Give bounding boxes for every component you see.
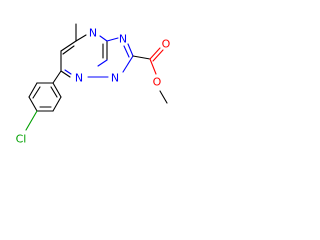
atom-o-methoxy: O — [153, 76, 162, 89]
bond-n1-c3a-down — [97, 59, 108, 67]
bond-ph-2 — [28, 82, 38, 98]
atom-n-top: N — [89, 27, 97, 40]
bond-c7-n1 — [60, 70, 71, 78]
bond-c7-n1-inner — [64, 69, 72, 75]
bond-n4-c3a — [99, 35, 108, 42]
atom-o-carbonyl: O — [162, 38, 171, 51]
bonds — [25, 23, 168, 131]
atom-n-bottom-left: N — [75, 72, 83, 85]
bond-c2-ccarbonyl — [132, 55, 151, 60]
bond-c-o-double-2 — [152, 49, 164, 62]
bond-n3-c2 — [127, 43, 134, 57]
bond-c-cl — [25, 110, 38, 131]
bond-c5-c6 — [60, 40, 77, 52]
bond-ph-6 — [52, 82, 62, 98]
atom-n-bottom-right: N — [111, 72, 119, 85]
atom-n-right: N — [119, 33, 127, 46]
bond-c6-c6-inner — [62, 45, 75, 55]
bond-o-methyl — [159, 90, 168, 104]
bond-ph-3 — [28, 96, 38, 112]
bond-c-o-single — [149, 58, 157, 75]
bond-c5-n4a — [75, 34, 87, 42]
bond-c7-phenyl — [52, 70, 62, 84]
atom-labels: N N N N O O Cl — [16, 27, 171, 146]
bond-c-o-double-1 — [149, 47, 161, 60]
molecule-structure: N N N N O O Cl — [16, 23, 171, 146]
bond-ph-6-inner — [50, 86, 58, 98]
bond-c3a-n3 — [106, 37, 119, 42]
bond-ph-2-inner — [32, 86, 41, 99]
bond-ph-5 — [52, 96, 62, 112]
atom-cl: Cl — [16, 133, 27, 146]
bond-c2-n1 — [122, 55, 134, 73]
bond-n3-c2-inner — [123, 45, 130, 58]
